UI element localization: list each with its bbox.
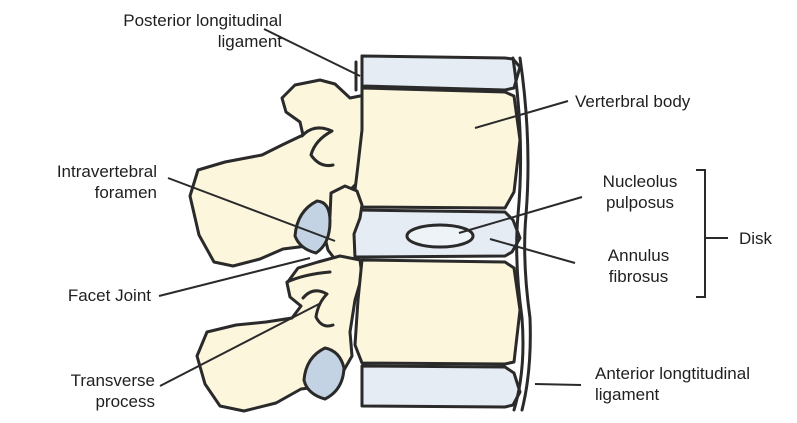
- lower-disk: [362, 366, 520, 407]
- lower-vertebral-body: [355, 260, 520, 364]
- disk-bracket: [696, 170, 705, 297]
- nucleolus-pulposus-label: Nucleolus pulposus: [589, 171, 691, 213]
- leader-anterior-ligament: [535, 384, 581, 385]
- posterior-longitudinal-ligament-label: Posterior longitudinal ligament: [20, 10, 282, 52]
- facet-joint-label: Facet Joint: [24, 285, 151, 306]
- nucleolus-pulposus-shape: [407, 225, 473, 247]
- disk-label: Disk: [739, 228, 789, 249]
- verterbral-body-label: Verterbral body: [575, 91, 755, 112]
- anterior-longitudinal-ligament-label: Anterior longtitudinal ligament: [595, 363, 791, 405]
- intravertebral-foramen-label: Intravertebral foramen: [6, 161, 157, 203]
- upper-vertebral-body: [355, 88, 520, 208]
- annulus-fibrosus-label: Annulus fibrosus: [591, 245, 686, 287]
- upper-disk: [362, 56, 520, 90]
- transverse-process-label: Transverse process: [40, 370, 155, 412]
